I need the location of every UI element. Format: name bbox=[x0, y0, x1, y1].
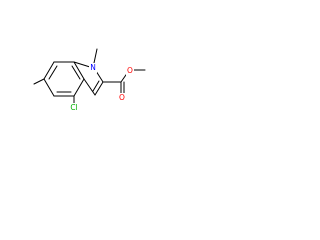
bond-layer bbox=[33, 48, 146, 105]
carbonyl-o-label-bg bbox=[118, 93, 126, 103]
bond-c3a-c7a-inner bbox=[71, 65, 81, 80]
bond-c7-c6 bbox=[43, 61, 55, 80]
ester-oxygen-label: O bbox=[127, 66, 133, 75]
bond-c7a-n1 bbox=[73, 61, 91, 68]
bond-c3a-c7a bbox=[73, 61, 85, 80]
carbonyl-oxygen-label: O bbox=[119, 93, 125, 102]
molecule-structure: N Cl O O bbox=[33, 48, 146, 113]
bond-c6-methyl bbox=[33, 78, 45, 85]
bond-c3-c3a bbox=[83, 78, 96, 96]
bond-c2-c3 bbox=[94, 81, 104, 96]
n-label-bg bbox=[89, 63, 97, 73]
bond-c2-c3-inner bbox=[92, 80, 100, 92]
bond-n-methyl bbox=[93, 48, 98, 64]
nitrogen-label: N bbox=[90, 63, 96, 72]
ester-o-label-bg bbox=[126, 66, 134, 76]
chlorine-label: Cl bbox=[70, 103, 77, 112]
bond-c4-c3a bbox=[73, 78, 85, 97]
bond-n1-c2 bbox=[95, 70, 104, 83]
bond-c7-c6-inner bbox=[48, 65, 58, 80]
cl-label-bg bbox=[67, 103, 81, 113]
atom-label-layer: N Cl O O bbox=[67, 63, 134, 113]
bond-c6-c5 bbox=[43, 78, 55, 97]
